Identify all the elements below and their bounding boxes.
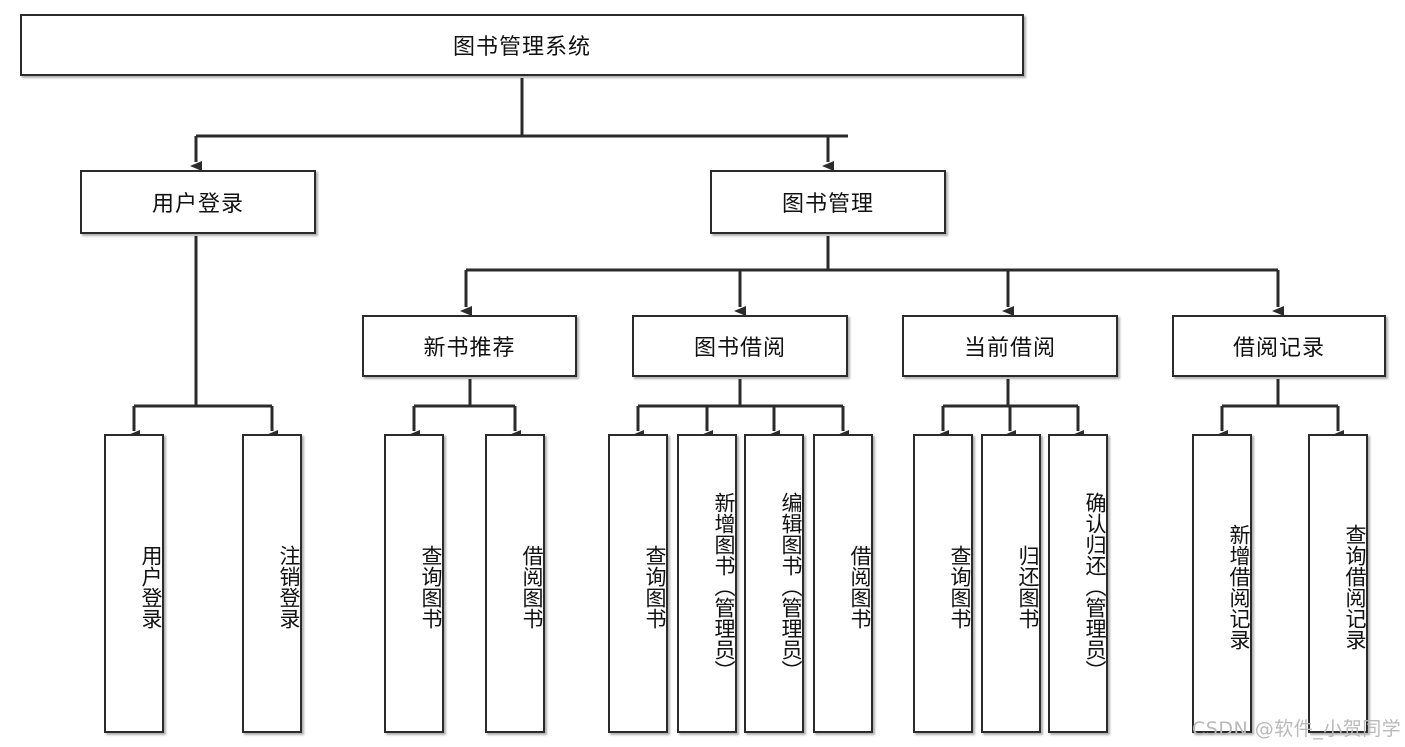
node-leaf-query-book-1-label: 查询图书 [419,544,443,629]
node-leaf-logout-login-label: 注销登录 [277,544,301,629]
node-leaf-user-login[interactable]: 用户登录 [104,434,164,733]
node-leaf-query-book-1[interactable]: 查询图书 [384,434,444,733]
node-book-management-label: 图书管理 [781,192,874,217]
node-borrow-record-label: 借阅记录 [1232,336,1325,361]
node-root-label: 图书管理系统 [452,35,591,60]
node-leaf-add-record[interactable]: 新增借阅记录 [1192,434,1252,733]
node-leaf-logout-login[interactable]: 注销登录 [242,434,302,733]
node-borrow-record[interactable]: 借阅记录 [1172,315,1386,377]
node-leaf-user-login-label: 用户登录 [139,544,163,629]
node-leaf-query-record-label: 查询借阅记录 [1343,523,1367,650]
node-book-management[interactable]: 图书管理 [710,170,946,234]
node-user-login[interactable]: 用户登录 [80,170,316,234]
node-leaf-add-record-label: 新增借阅记录 [1227,523,1251,650]
node-leaf-add-book-label: 新增图书（管理员） [712,492,736,681]
node-current-borrow-label: 当前借阅 [963,336,1056,361]
node-current-borrow[interactable]: 当前借阅 [902,315,1118,377]
node-book-borrow[interactable]: 图书借阅 [632,315,848,377]
node-user-login-label: 用户登录 [151,192,244,217]
node-leaf-add-book[interactable]: 新增图书（管理员） [677,434,737,733]
node-leaf-confirm-return-label: 确认归还（管理员） [1083,492,1107,681]
node-leaf-borrow-book-1-label: 借阅图书 [520,544,544,629]
node-leaf-borrow-book-1[interactable]: 借阅图书 [485,434,545,733]
node-leaf-edit-book-label: 编辑图书（管理员） [779,492,803,681]
node-leaf-borrow-book-2-label: 借阅图书 [848,544,872,629]
node-leaf-return-book-label: 归还图书 [1016,544,1040,629]
node-leaf-confirm-return[interactable]: 确认归还（管理员） [1048,434,1108,733]
node-leaf-query-book-3-label: 查询图书 [948,544,972,629]
node-leaf-borrow-book-2[interactable]: 借阅图书 [813,434,873,733]
node-leaf-query-book-2[interactable]: 查询图书 [608,434,668,733]
node-leaf-query-record[interactable]: 查询借阅记录 [1308,434,1368,733]
node-book-borrow-label: 图书借阅 [693,336,786,361]
node-leaf-query-book-3[interactable]: 查询图书 [913,434,973,733]
node-leaf-edit-book[interactable]: 编辑图书（管理员） [744,434,804,733]
node-leaf-query-book-2-label: 查询图书 [643,544,667,629]
node-new-book-recommend-label: 新书推荐 [423,336,516,361]
node-new-book-recommend[interactable]: 新书推荐 [362,315,577,377]
node-leaf-return-book[interactable]: 归还图书 [981,434,1041,733]
node-root[interactable]: 图书管理系统 [20,14,1024,76]
